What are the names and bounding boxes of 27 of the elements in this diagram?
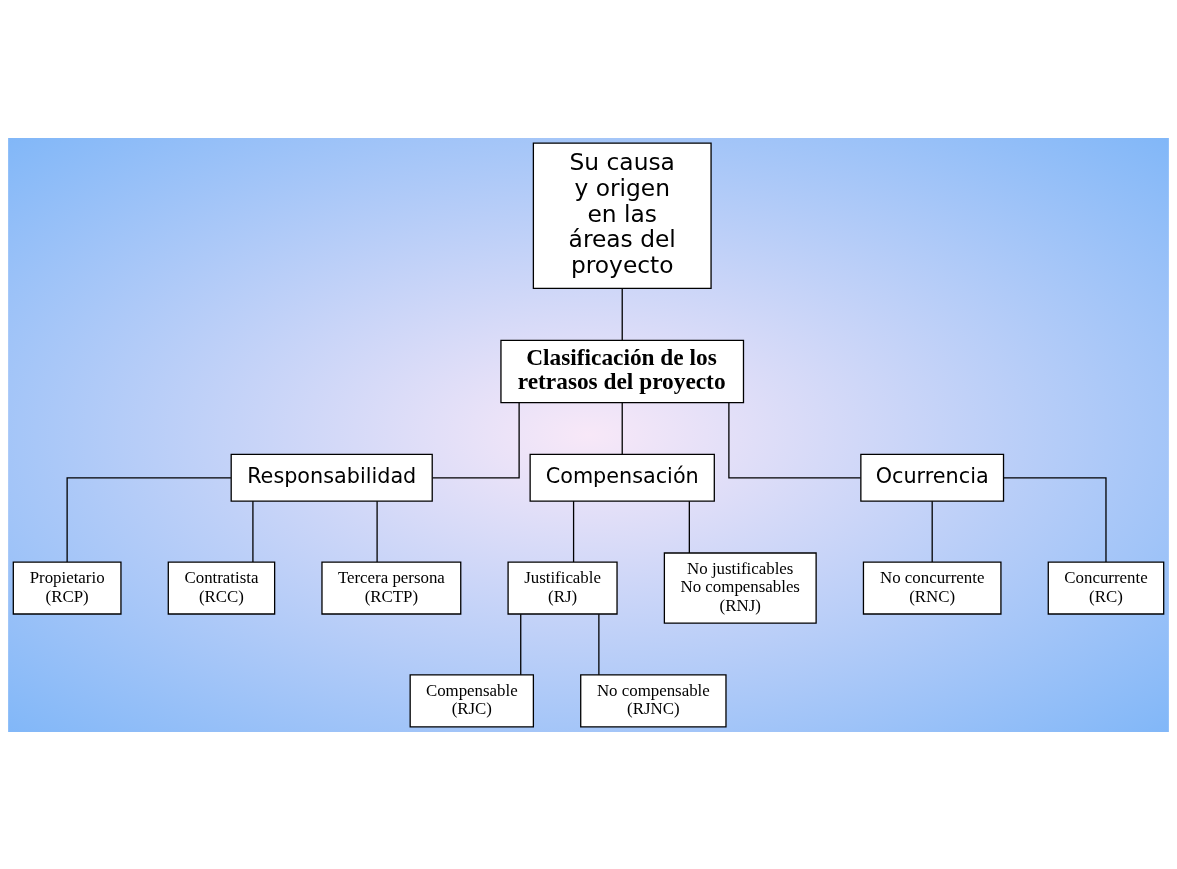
connector xyxy=(598,613,600,675)
connector xyxy=(1003,476,1107,563)
connector xyxy=(931,500,933,563)
connector xyxy=(66,476,232,563)
connector xyxy=(520,613,522,675)
node-box: Propietario (RCP) xyxy=(12,560,122,615)
node-box: Ocurrencia xyxy=(860,453,1005,502)
node-box: No justificables No compensables (RNJ) xyxy=(663,551,817,624)
connector xyxy=(621,401,623,455)
connector xyxy=(688,500,690,554)
connector xyxy=(621,287,623,341)
node-box: Tercera persona (RCTP) xyxy=(321,560,462,615)
node-box: Clasificación de los retrasos del proyecto xyxy=(500,339,745,403)
node-box: Compensable (RJC) xyxy=(409,673,535,727)
node-box: Justificable (RJ) xyxy=(507,560,618,615)
node-box: Responsabilidad xyxy=(230,453,433,502)
node-box: Compensación xyxy=(529,453,715,502)
node-box: No concurrente (RNC) xyxy=(862,560,1002,615)
connector xyxy=(728,401,862,478)
connector xyxy=(252,500,254,563)
node-box: No compensable (RJNC) xyxy=(580,673,727,727)
node-box: Su causa y origen en las áreas del proyecto xyxy=(532,142,712,289)
node-box: Concurrente (RC) xyxy=(1047,560,1165,615)
node-box: Contratista (RCC) xyxy=(167,560,276,615)
connector xyxy=(572,500,575,563)
connector xyxy=(376,500,378,563)
connector xyxy=(431,401,520,478)
